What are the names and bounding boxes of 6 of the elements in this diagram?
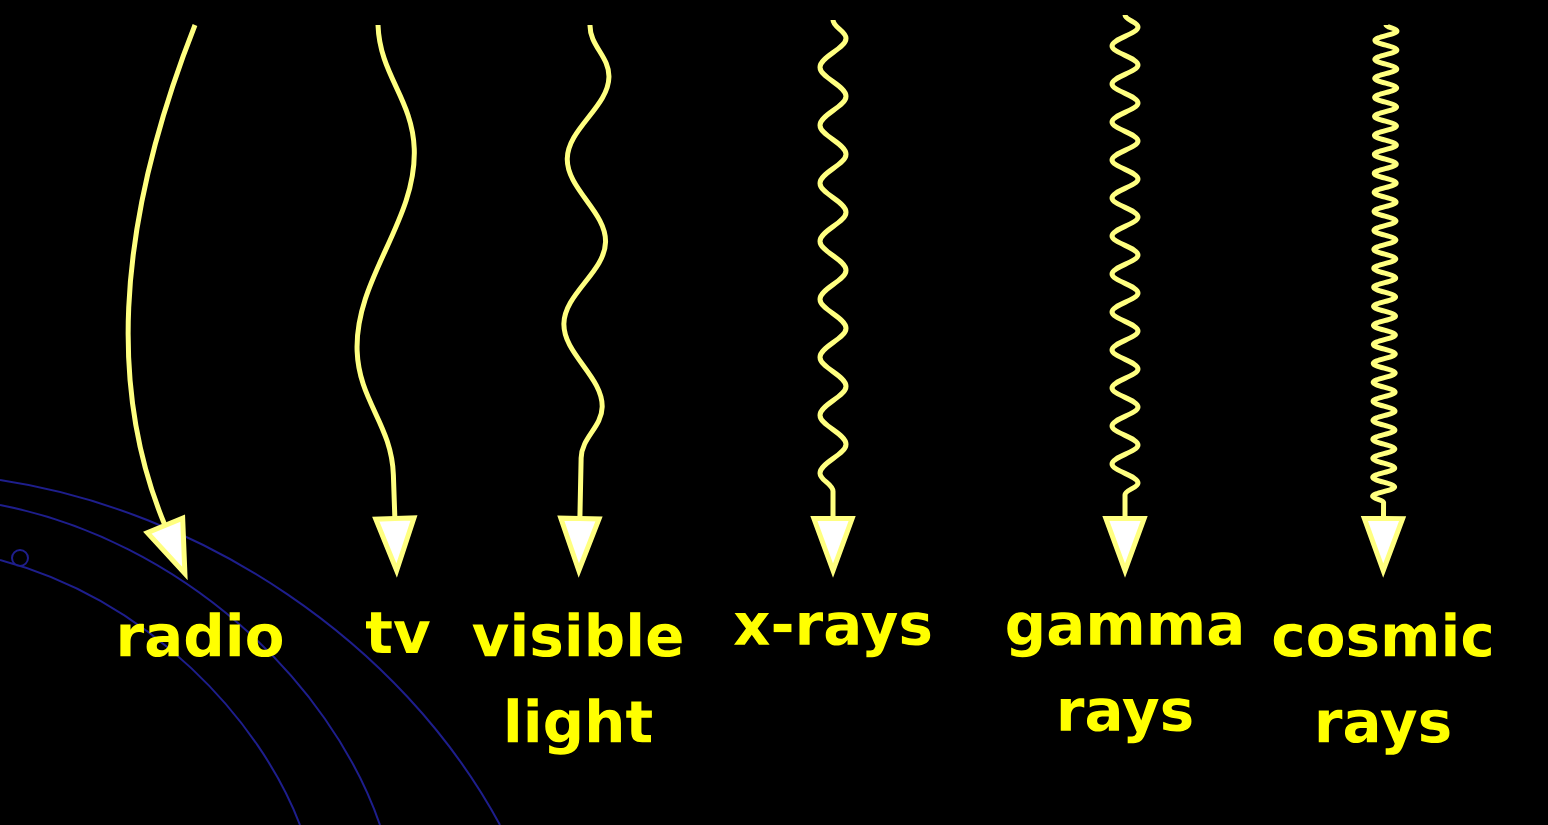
wave-label: radio — [120, 612, 283, 658]
wave-label: x-rays — [734, 612, 931, 658]
wave-label: gamma rays — [1007, 612, 1241, 744]
wave-label: tv — [366, 612, 430, 653]
wave-label: cosmic rays — [1273, 612, 1491, 755]
wave-label: visible light — [472, 612, 682, 755]
